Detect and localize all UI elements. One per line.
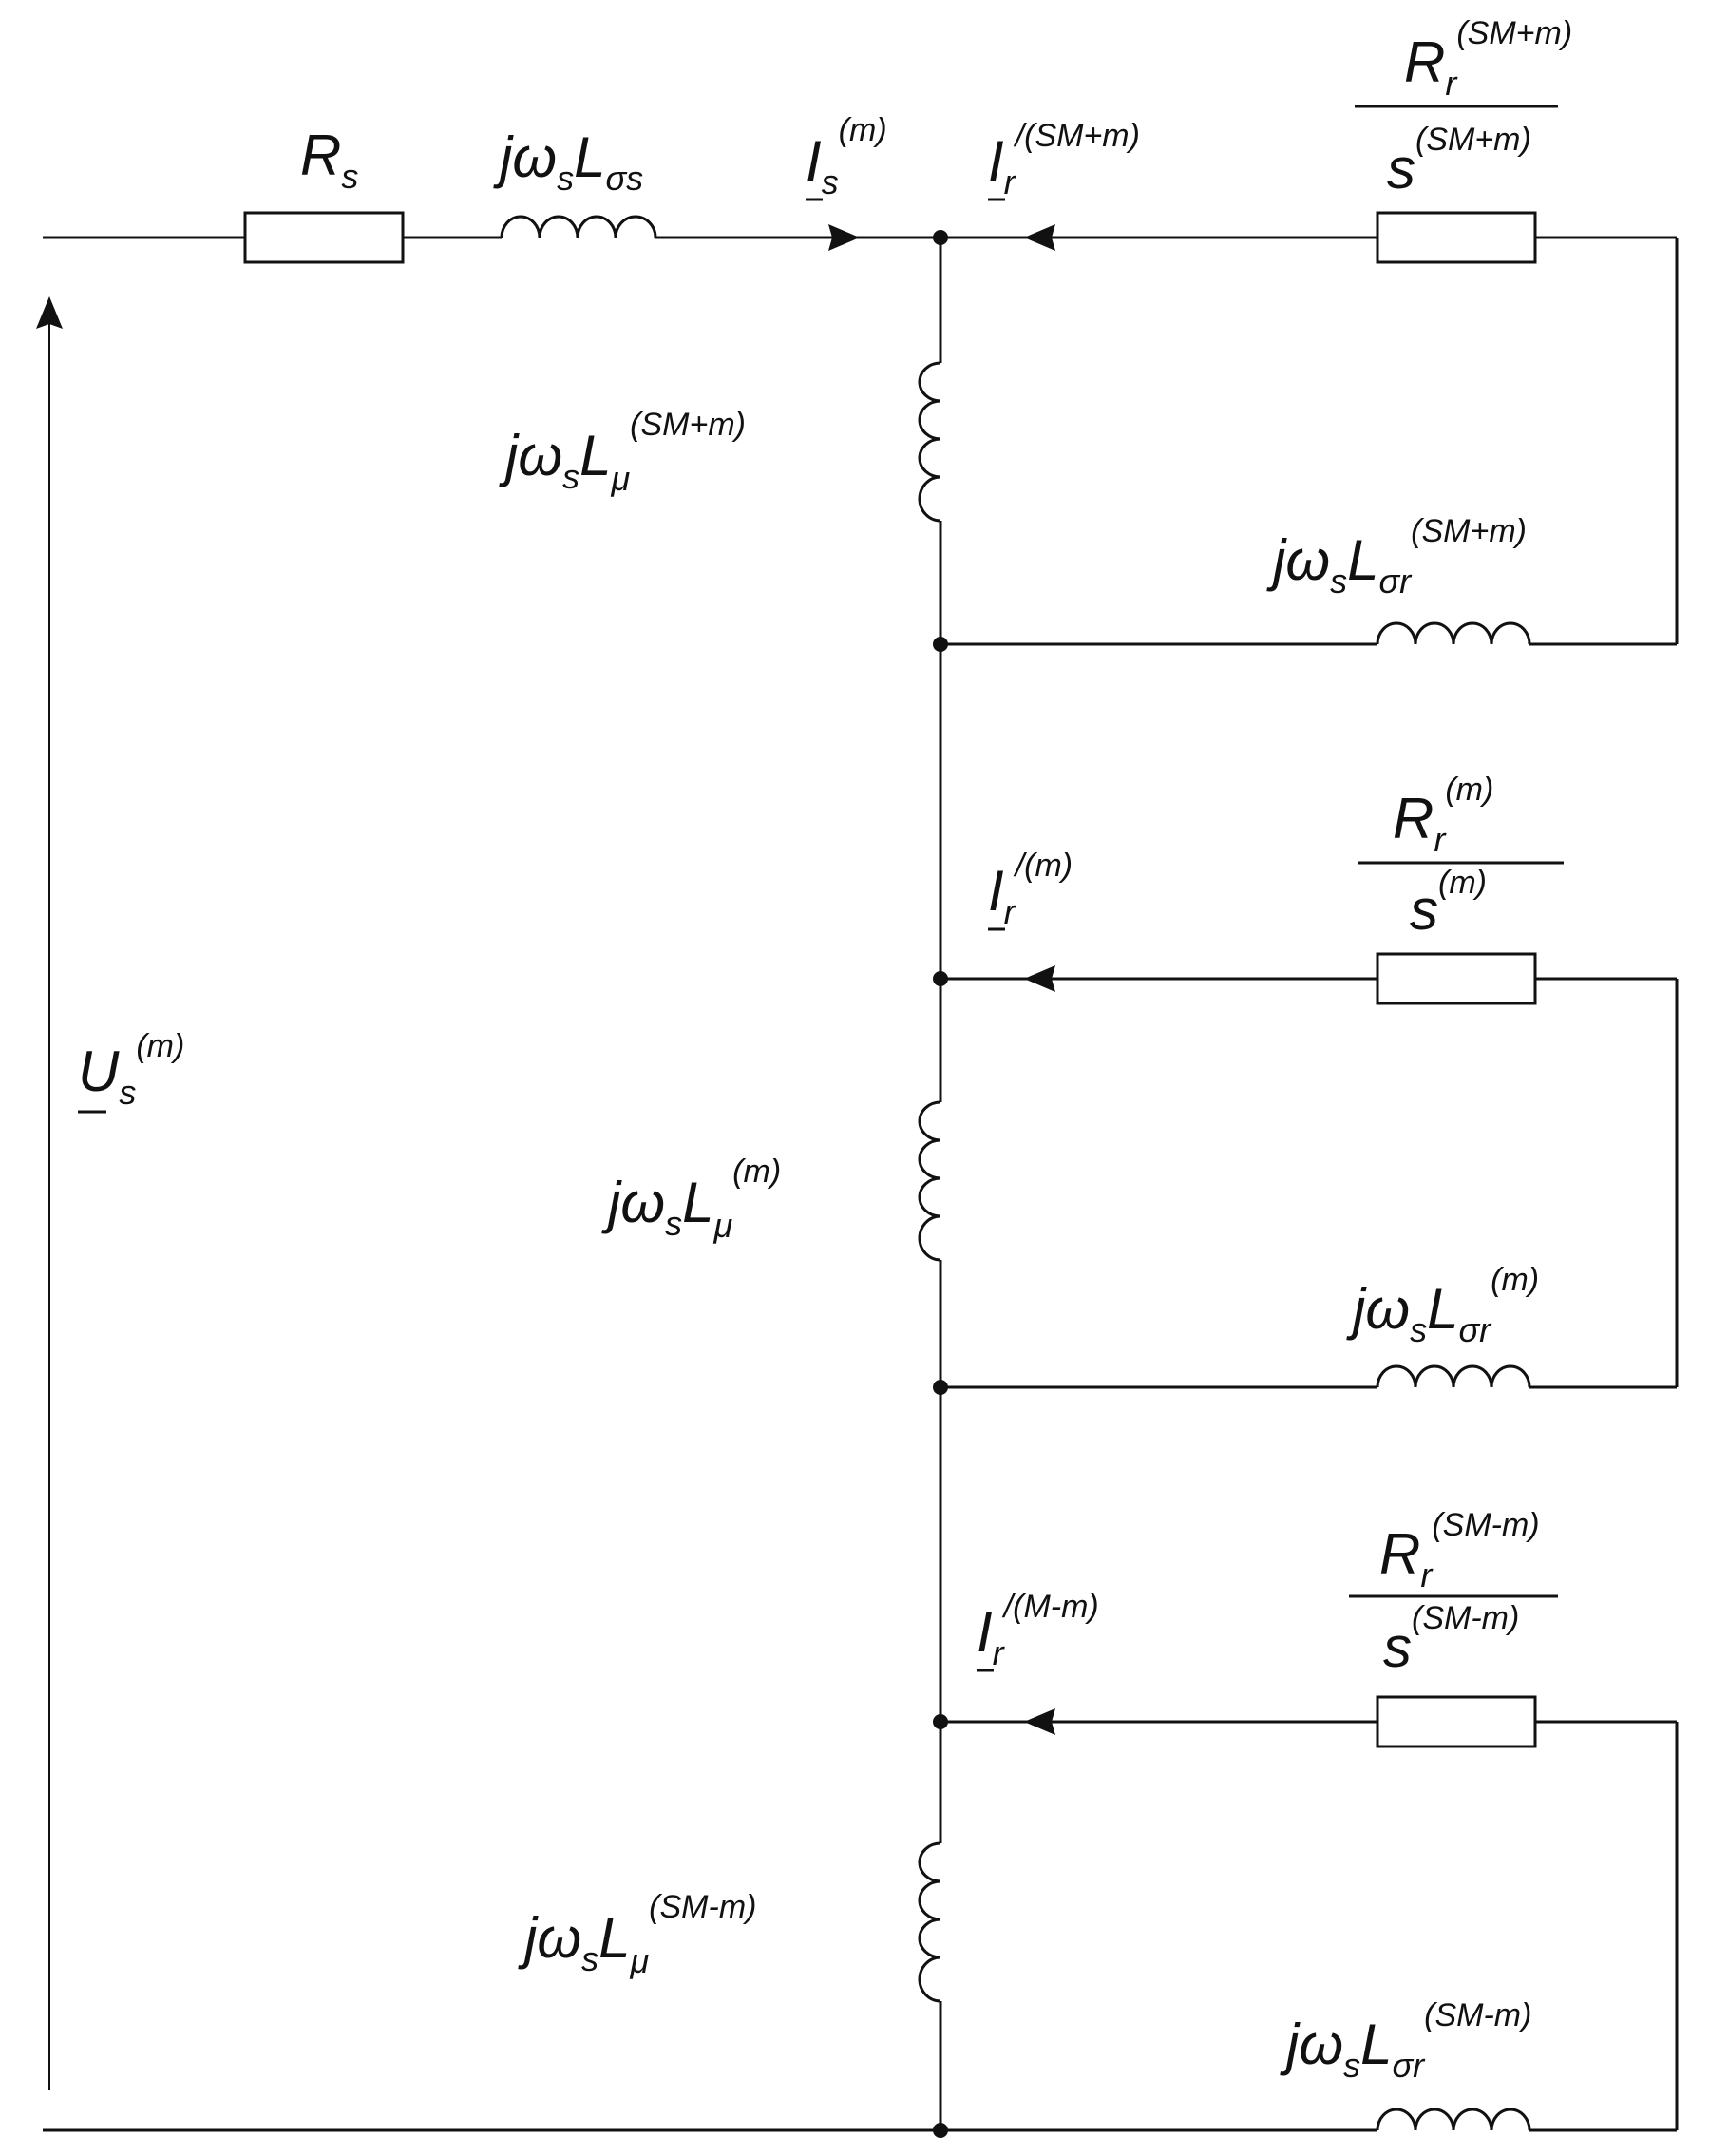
- rotor-leakage-inductor-mid: [1376, 1364, 1531, 1388]
- label-stator-leakage: jωsLσs: [493, 125, 643, 198]
- junction-node: [933, 1714, 948, 1729]
- stator-leakage-inductor: [500, 215, 657, 238]
- junction-node: [933, 2123, 948, 2138]
- label-magnetizing-bot: jωsLμ(SM-m): [518, 1889, 756, 1980]
- magnetizing-inductor-bot: [918, 1841, 941, 2003]
- label-rotor-resistance-mid-denominator: s(m): [1410, 865, 1487, 942]
- junction-node: [933, 230, 948, 245]
- stator-current-arrow: [828, 224, 860, 251]
- label-rotor-resistance-mid-numerator: Rr(m): [1393, 772, 1493, 859]
- rotor-resistor-top: [1376, 211, 1537, 264]
- label-rotor-resistance-top-denominator: s(SM+m): [1387, 122, 1531, 200]
- label-rotor-current-mid: Ir/(m): [988, 848, 1073, 931]
- label-rotor-leakage-top: jωsLσr(SM+m): [1266, 513, 1527, 601]
- label-rotor-resistance-bot-numerator: Rr(SM-m): [1379, 1507, 1540, 1594]
- label-rotor-leakage-bot: jωsLσr(SM-m): [1280, 1997, 1531, 2085]
- rotor-resistor-mid: [1376, 952, 1537, 1005]
- label-rotor-current-top: Ir/(SM+m): [988, 118, 1140, 201]
- rotor-leakage-inductor-bot: [1376, 2108, 1531, 2131]
- rotor-current-arrow-bot: [1024, 1708, 1055, 1735]
- label-magnetizing-top: jωsLμ(SM+m): [499, 407, 746, 498]
- stator-resistor: [243, 211, 405, 264]
- label-rotor-leakage-mid: jωsLσr(m): [1346, 1262, 1539, 1349]
- label-stator-voltage: Us(m): [78, 1028, 184, 1112]
- rotor-loop-bot: [940, 1720, 1679, 2132]
- rotor-loop-top: [940, 238, 1679, 646]
- label-stator-current: Is(m): [806, 112, 887, 201]
- magnetizing-inductor-top: [918, 361, 941, 523]
- magnetizing-inductor-mid: [918, 1100, 941, 1262]
- label-magnetizing-mid: jωsLμ(m): [601, 1154, 781, 1245]
- junction-node: [933, 1380, 948, 1395]
- rotor-current-arrow-top: [1024, 224, 1055, 251]
- junction-node: [933, 637, 948, 652]
- label-rotor-resistance-bot-denominator: s(SM-m): [1383, 1600, 1519, 1679]
- label-rotor-resistance-top-numerator: Rr(SM+m): [1404, 15, 1572, 103]
- rotor-leakage-inductor-top: [1376, 621, 1531, 645]
- rotor-loop-mid: [940, 977, 1679, 1389]
- rotor-resistor-bot: [1376, 1695, 1537, 1748]
- stator-voltage-arrow-head: [36, 296, 63, 329]
- rotor-current-arrow-mid: [1024, 965, 1055, 992]
- label-stator-resistance: Rs: [300, 124, 358, 196]
- junction-node: [933, 971, 948, 986]
- label-rotor-current-bot: Ir/(M-m): [977, 1589, 1099, 1672]
